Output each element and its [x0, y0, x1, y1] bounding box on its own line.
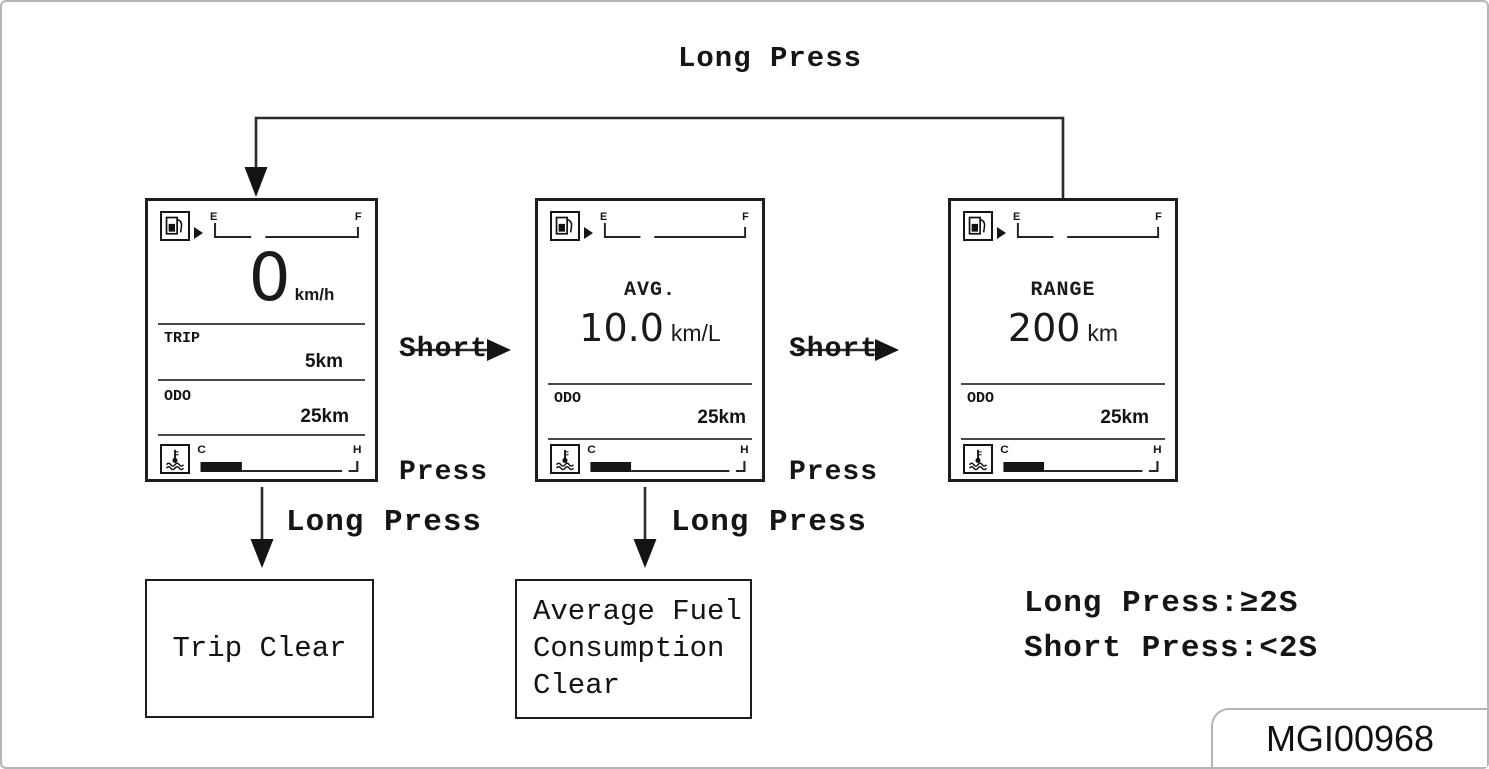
- odo-label: ODO: [554, 390, 582, 407]
- long-press-label-1: Long Press: [286, 505, 483, 540]
- range-title: RANGE: [1030, 279, 1096, 302]
- separator: [548, 438, 752, 440]
- coolant-temperature-icon: [160, 444, 190, 474]
- trip-clear-box: Trip Clear: [145, 579, 374, 718]
- odo-label: ODO: [967, 390, 995, 407]
- trip-label: TRIP: [164, 330, 201, 347]
- fuel-gauge: E F: [600, 211, 749, 238]
- temp-cold-label: C: [1000, 444, 1008, 456]
- avg-value: 10.0: [579, 306, 664, 350]
- figure-id: MGI00968: [1265, 717, 1435, 759]
- speed-value: 0: [248, 239, 291, 316]
- avg-consumption-clear-box: Average Fuel Consumption Clear: [515, 579, 752, 719]
- fuel-level-pointer-icon: [997, 227, 1006, 239]
- odo-value: 25km: [300, 406, 349, 427]
- avg-clear-line2: Consumption: [533, 632, 725, 665]
- short-press-label-1-line2: Press: [399, 457, 489, 488]
- temp-hot-label: H: [1153, 444, 1161, 456]
- short-press-label-1-line1: Short: [399, 334, 489, 365]
- avg-title: AVG.: [623, 279, 676, 302]
- fuel-pump-icon: [160, 211, 190, 241]
- range-value: 200: [1007, 306, 1081, 350]
- temperature-gauge: C H: [197, 444, 362, 472]
- fuel-empty-label: E: [210, 211, 217, 223]
- separator: [961, 383, 1165, 385]
- short-press-label-2: Short Press: [789, 247, 878, 534]
- fuel-full-label: F: [1155, 211, 1162, 223]
- avg-clear-line3: Clear: [533, 669, 621, 702]
- long-press-label-2: Long Press: [671, 505, 868, 540]
- fuel-empty-label: E: [1013, 211, 1020, 223]
- temp-cold-label: C: [587, 444, 595, 456]
- coolant-temperature-icon: [963, 444, 993, 474]
- fuel-empty-label: E: [600, 211, 607, 223]
- separator: [158, 434, 365, 436]
- odo-value: 25km: [1100, 407, 1149, 428]
- avg-unit: km/L: [670, 320, 721, 346]
- legend-short-press: Short Press:<2S: [1024, 631, 1319, 666]
- odo-value: 25km: [697, 407, 746, 428]
- short-press-label-1: Short Press: [399, 247, 488, 534]
- fuel-gauge-row: E F: [550, 209, 753, 247]
- temp-cold-label: C: [197, 444, 206, 455]
- fuel-gauge-row: E F: [963, 209, 1166, 247]
- speed-unit: km/h: [294, 285, 335, 304]
- fuel-full-label: F: [742, 211, 749, 223]
- temperature-gauge: C H: [587, 444, 749, 472]
- fuel-gauge: E F: [210, 211, 362, 238]
- odo-label: ODO: [164, 388, 192, 405]
- temp-hot-label: H: [353, 444, 362, 455]
- avg-clear-line1: Average Fuel: [533, 595, 742, 628]
- coolant-temperature-icon: [550, 444, 580, 474]
- long-press-loop-label: Long Press: [677, 42, 863, 75]
- separator: [158, 323, 365, 325]
- separator: [158, 379, 365, 381]
- separator: [961, 438, 1165, 440]
- short-press-label-2-line1: Short: [789, 334, 879, 365]
- range-unit: km: [1087, 320, 1119, 346]
- fuel-gauge: E F: [1013, 211, 1162, 238]
- temperature-gauge-row: C H: [963, 442, 1166, 480]
- temperature-gauge-row: C H: [160, 442, 366, 480]
- fuel-full-label: F: [355, 211, 362, 223]
- trip-value: 5km: [304, 351, 343, 372]
- fuel-pump-icon: [550, 211, 580, 241]
- temp-hot-label: H: [740, 444, 748, 456]
- separator: [548, 383, 752, 385]
- temperature-gauge-row: C H: [550, 442, 753, 480]
- trip-clear-label: Trip Clear: [172, 632, 347, 665]
- fuel-pump-icon: [963, 211, 993, 241]
- fuel-level-pointer-icon: [194, 227, 203, 239]
- short-press-label-2-line2: Press: [789, 457, 879, 488]
- fuel-level-pointer-icon: [584, 227, 593, 239]
- legend-long-press: Long Press:≥2S: [1024, 586, 1299, 621]
- fuel-gauge-row: E F: [160, 209, 366, 247]
- temperature-gauge: C H: [1000, 444, 1162, 472]
- figure-id-tab: MGI00968: [1211, 708, 1487, 767]
